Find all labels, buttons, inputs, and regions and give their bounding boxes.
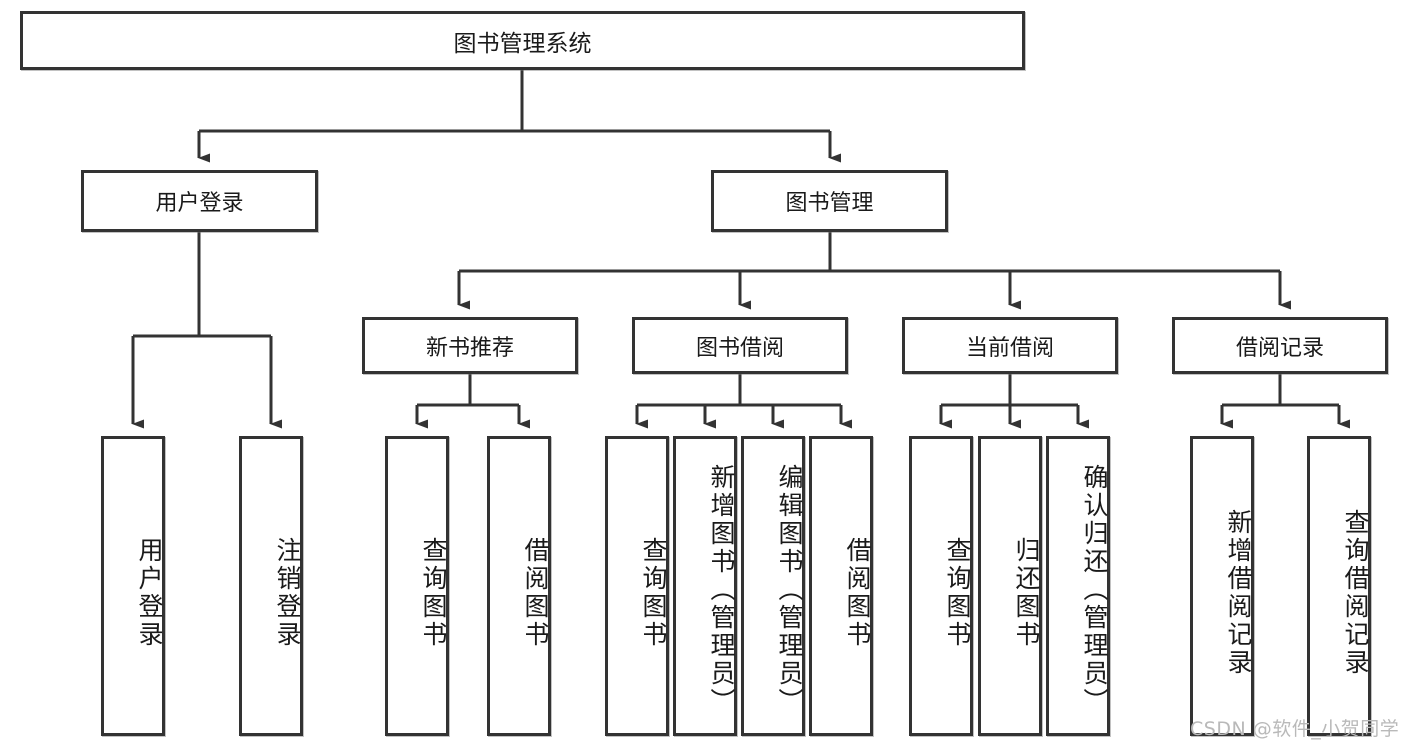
leaf-add-book-admin[interactable]: 新增图书（管理员） [673,436,737,736]
leaf-borrow-book-recommend[interactable]: 借阅图书 [487,436,551,736]
node-current-borrow[interactable]: 当前借阅 [902,317,1118,374]
leaf-user-login[interactable]: 用户登录 [101,436,165,736]
node-root[interactable]: 图书管理系统 [20,11,1025,70]
node-book-borrow[interactable]: 图书借阅 [632,317,848,374]
node-borrow-record[interactable]: 借阅记录 [1172,317,1388,374]
watermark-credit: CSDN @软件_小贺同学 [1190,718,1400,740]
leaf-confirm-return-admin[interactable]: 确认归还（管理员） [1046,436,1110,736]
node-new-book-recommend[interactable]: 新书推荐 [362,317,578,374]
leaf-logout[interactable]: 注销登录 [239,436,303,736]
leaf-edit-book-admin[interactable]: 编辑图书（管理员） [741,436,805,736]
node-user-login[interactable]: 用户登录 [81,170,318,232]
leaf-add-borrow-record[interactable]: 新增借阅记录 [1190,436,1254,736]
leaf-query-borrow-record[interactable]: 查询借阅记录 [1307,436,1371,736]
node-book-manage[interactable]: 图书管理 [711,170,948,232]
leaf-query-book-current[interactable]: 查询图书 [909,436,973,736]
leaf-return-book[interactable]: 归还图书 [978,436,1042,736]
leaf-borrow-book-borrow[interactable]: 借阅图书 [809,436,873,736]
leaf-query-book-borrow[interactable]: 查询图书 [605,436,669,736]
leaf-query-book-recommend[interactable]: 查询图书 [385,436,449,736]
